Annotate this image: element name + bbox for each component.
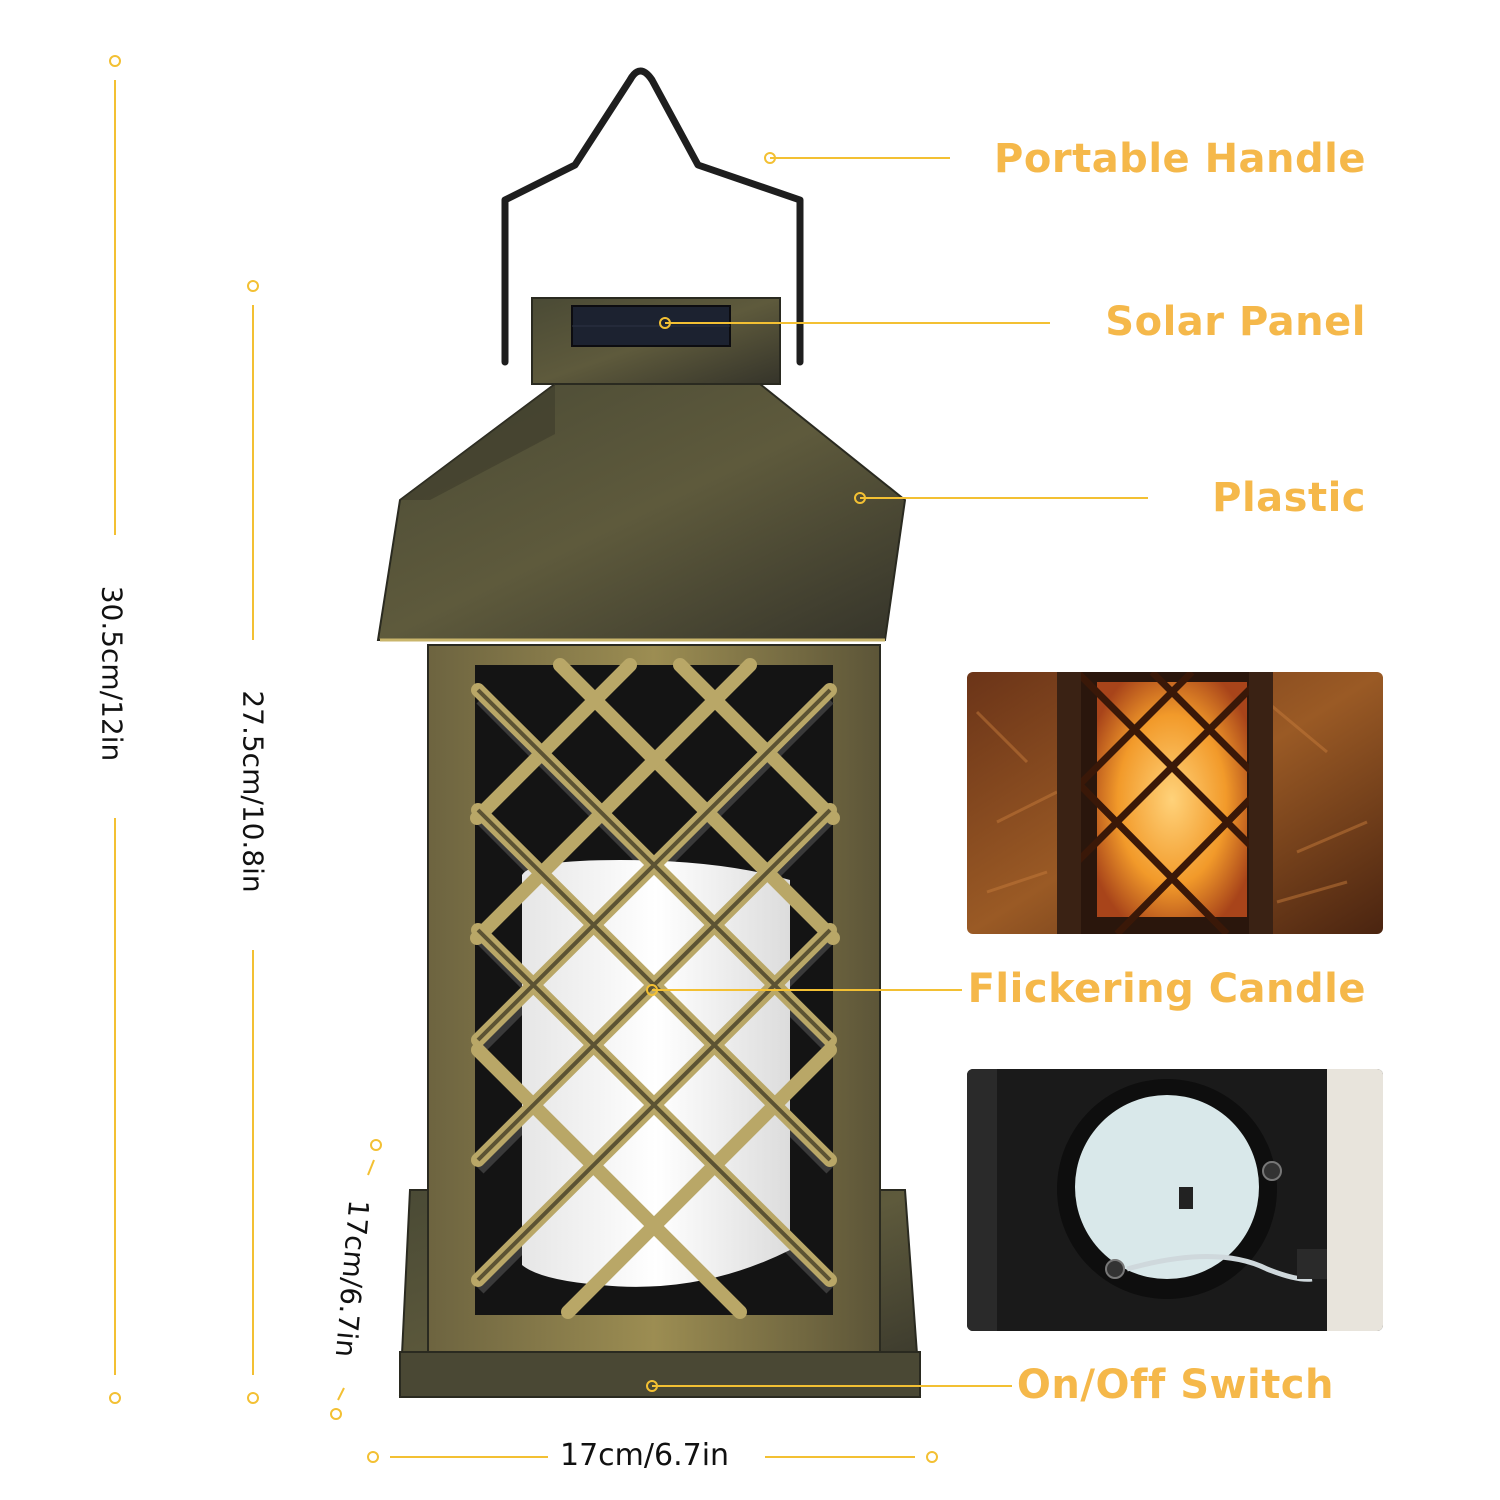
callout-solar-panel: Solar Panel xyxy=(1105,299,1366,345)
dimension-total-height: 30.5cm/12in xyxy=(95,585,129,762)
callout-portable-handle: Portable Handle xyxy=(994,136,1366,182)
callout-on-off-switch: On/Off Switch xyxy=(1016,1362,1334,1408)
callout-plastic: Plastic xyxy=(1212,475,1366,521)
switch-closeup-photo xyxy=(967,1069,1383,1331)
callout-flickering-candle: Flickering Candle xyxy=(967,966,1366,1012)
lit-lantern-photo xyxy=(967,672,1383,934)
dimension-body-height: 27.5cm/10.8in xyxy=(236,690,270,893)
dimension-width: 17cm/6.7in xyxy=(560,1438,730,1473)
